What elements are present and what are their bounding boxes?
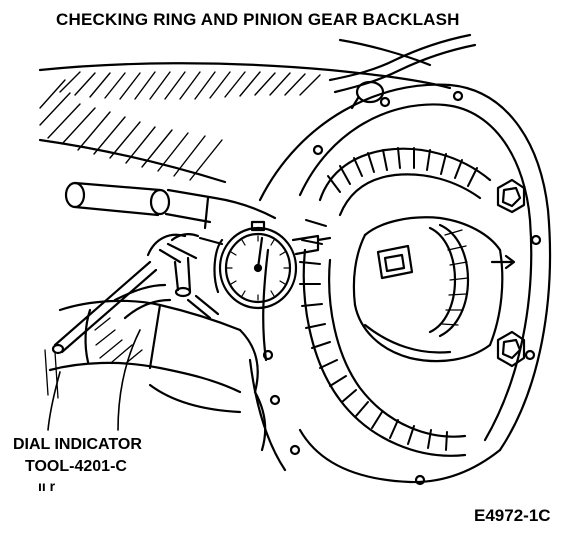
ring-gear — [302, 147, 492, 457]
callout-label-instrument: DIAL INDICATOR — [13, 436, 142, 453]
ring-gear-teeth — [299, 147, 478, 451]
callout-leader — [47, 329, 141, 431]
tube-hatching — [44, 317, 143, 399]
mount-arms — [51, 233, 224, 355]
axle-tube — [48, 299, 267, 452]
housing-flange — [248, 83, 552, 486]
dial-ticks — [226, 235, 290, 301]
background-hatching — [39, 71, 321, 181]
dial-indicator-gauge — [213, 220, 332, 310]
case-hatching — [441, 229, 469, 326]
upper-body-outline — [38, 38, 452, 184]
callout-marks: ıı r — [38, 478, 56, 494]
differential-case — [352, 216, 516, 363]
figure-title: CHECKING RING AND PINION GEAR BACKLASH — [56, 10, 460, 29]
callout-label-tool: TOOL-4201-C — [25, 458, 127, 475]
figure-code: E4972-1C — [474, 506, 551, 525]
bolt-heads — [496, 178, 526, 368]
indicator-shaft — [64, 181, 277, 230]
